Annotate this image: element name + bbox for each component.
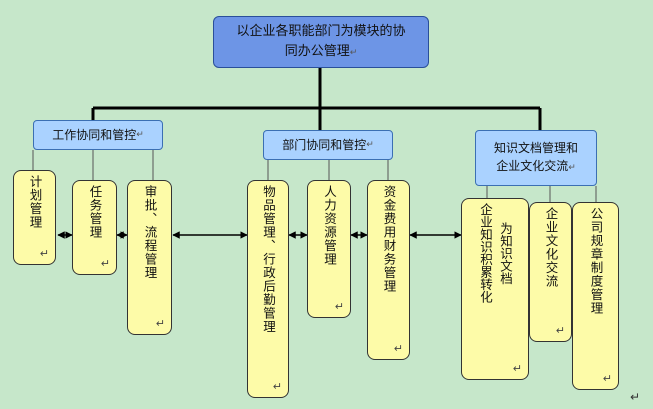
category-label: 部门协同和管控 bbox=[282, 138, 367, 152]
leaf-regulations: 公司规章制度管理 ↵ bbox=[572, 202, 619, 390]
root-label-line1: 以企业各职能部门为模块的协 bbox=[236, 23, 406, 39]
leaf-approval-process: 审批、流程管理 ↵ bbox=[127, 180, 172, 335]
leaf-knowledge-accumulation: 为知识文档 企业知识积累转化 ↵ bbox=[461, 198, 529, 380]
leaf-label: 企业文化交流 bbox=[543, 207, 559, 288]
leaf-logistics-admin: 物品管理、行政后勤管理 ↵ bbox=[247, 180, 289, 398]
category-department-collaboration: 部门协同和管控↵ bbox=[263, 130, 393, 160]
category-knowledge-culture: 知识文档管理和 企业文化交流↵ bbox=[475, 130, 597, 186]
leaf-plan-management: 计划管理 ↵ bbox=[13, 170, 56, 265]
leaf-culture-exchange: 企业文化交流 ↵ bbox=[529, 202, 572, 342]
leaf-label: 任务管理 bbox=[87, 185, 103, 239]
leaf-label: 资金费用财务管理 bbox=[381, 185, 397, 293]
category-label-line2: 企业文化交流 bbox=[496, 159, 569, 173]
leaf-task-management: 任务管理 ↵ bbox=[72, 180, 117, 275]
leaf-label: 物品管理、行政后勤管理 bbox=[261, 185, 276, 334]
leaf-label: 审批、流程管理 bbox=[142, 185, 158, 280]
leaf-label-col2: 企业知识积累转化 bbox=[478, 203, 493, 303]
root-label-line2: 同办公管理 bbox=[284, 43, 350, 59]
category-work-collaboration: 工作协同和管控↵ bbox=[33, 120, 163, 150]
leaf-label: 人力资源管理 bbox=[322, 185, 337, 266]
leaf-finance-management: 资金费用财务管理 ↵ bbox=[367, 180, 410, 360]
leaf-label: 公司规章制度管理 bbox=[588, 207, 604, 315]
category-label: 工作协同和管控 bbox=[52, 128, 137, 142]
leaf-label: 计划管理 bbox=[27, 175, 43, 229]
leaf-label-col1: 为知识文档 bbox=[498, 221, 513, 285]
leaf-human-resources: 人力资源管理 ↵ bbox=[307, 180, 351, 318]
page-paragraph-mark: ↵ bbox=[630, 390, 641, 404]
root-node: 以企业各职能部门为模块的协 同办公管理↵ bbox=[213, 16, 429, 68]
category-label-line1: 知识文档管理和 bbox=[493, 141, 578, 155]
